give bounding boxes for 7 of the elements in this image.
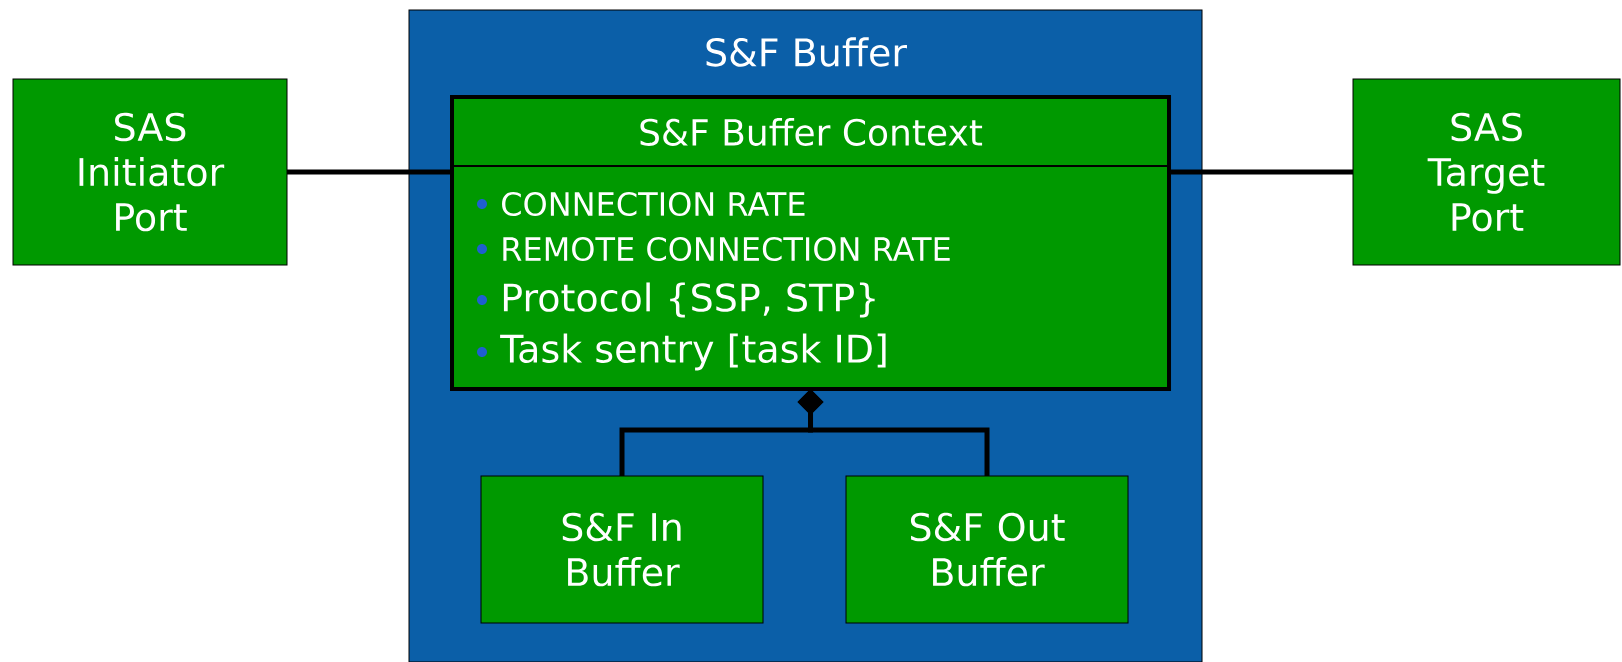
connector-line xyxy=(1169,169,1353,175)
context-box: S&F Buffer Context CONNECTION RATE REMOTE CONNECTION RATE Protocol {SSP, STP} Task sentry [task ID] xyxy=(450,95,1171,391)
port-box: SAS Target Port xyxy=(1352,78,1621,266)
connector-line xyxy=(287,169,452,175)
port-box: S&F In Buffer xyxy=(480,475,764,624)
port-box: SAS Initiator Port xyxy=(12,78,288,266)
port-box: S&F Out Buffer xyxy=(845,475,1129,624)
